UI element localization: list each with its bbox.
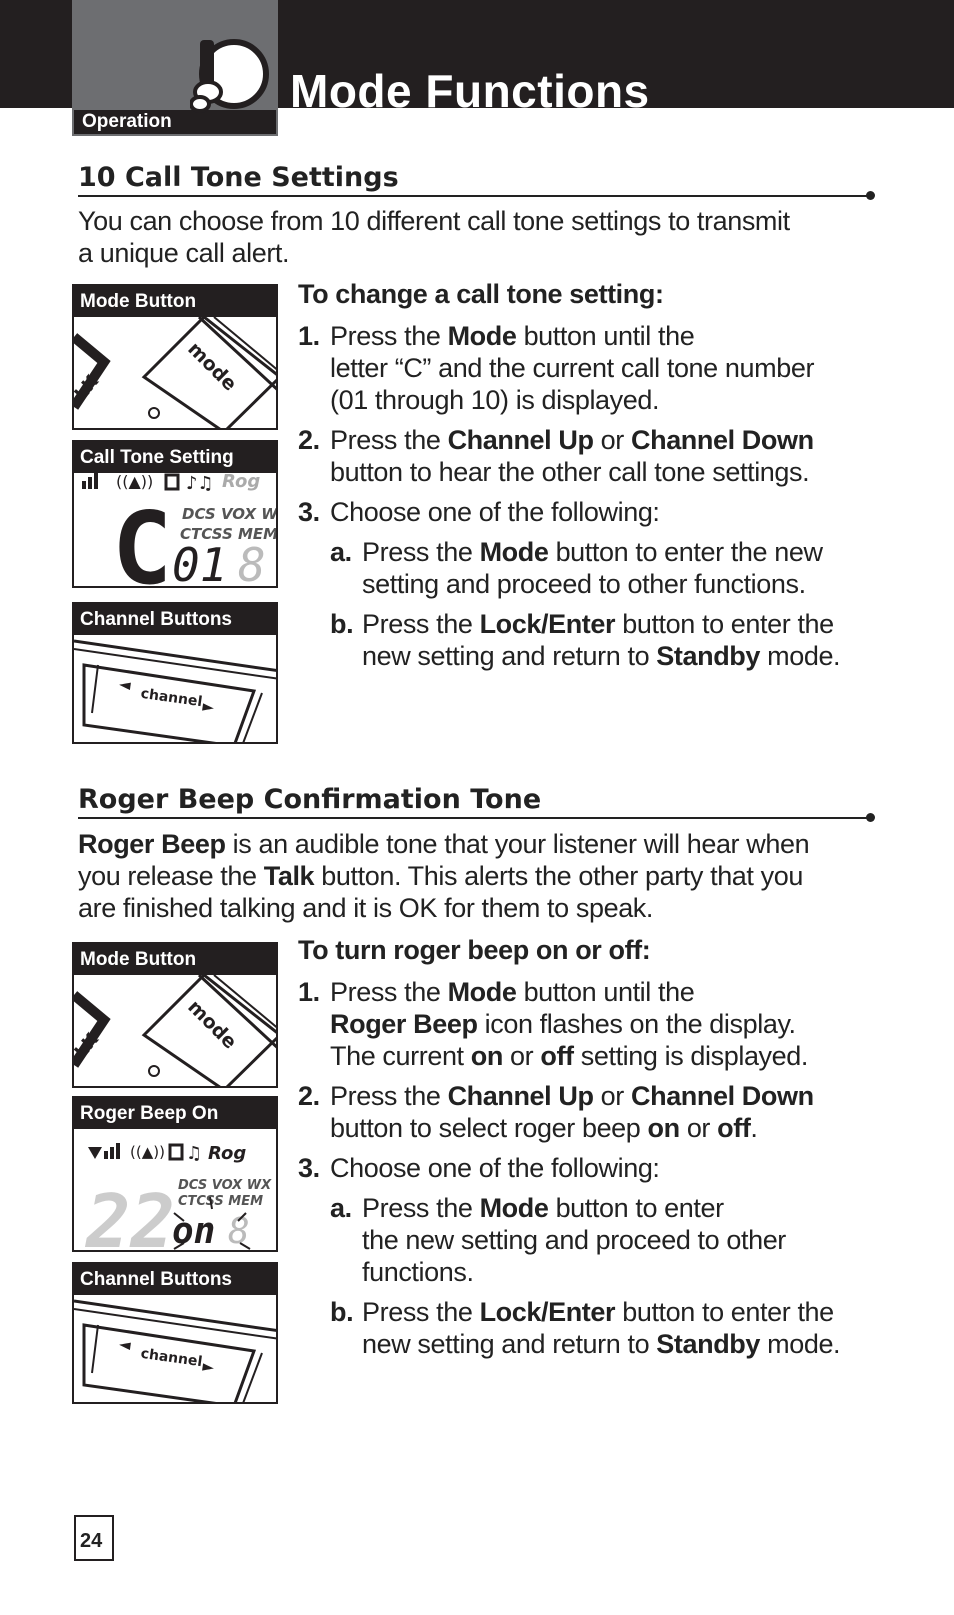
step-3a-line-2: the new setting and proceed to other (362, 1225, 786, 1255)
svg-text:Rog: Rog (222, 473, 260, 492)
step-2: 2.Press the Channel Up or Channel Down (298, 425, 814, 455)
svg-text:01: 01 (172, 538, 227, 588)
step-2: 2.Press the Channel Up or Channel Down (298, 1081, 814, 1111)
roger-intro-line-1: Roger Beep is an audible tone that your … (78, 829, 810, 859)
call-tone-lcd-figure: Call Tone Setting ((▲)) ♪♫ Rog C DCS VOX… (72, 440, 278, 588)
svg-text:((▲)): ((▲)) (116, 473, 153, 491)
figure-label: Channel Buttons (74, 604, 276, 635)
step-1-line-3: The current on or off setting is display… (330, 1041, 808, 1071)
step-3: 3.Choose one of the following: (298, 497, 660, 527)
svg-text:8: 8 (238, 538, 266, 588)
svg-text:8: 8 (228, 1211, 250, 1252)
mode-button-illustration: LK mode (74, 317, 276, 428)
svg-text:((▲)): ((▲)) (130, 1143, 165, 1161)
step-3a: a.Press the Mode button to enter (330, 1193, 724, 1223)
procedure-title: To change a call tone setting: (298, 279, 664, 309)
section-tab-label: Operation (82, 111, 172, 132)
step-1-line-2: Roger Beep icon flashes on the display. (330, 1009, 796, 1039)
section-rule (78, 195, 870, 197)
figure-label: Mode Button (74, 286, 276, 317)
section-heading-roger-beep: Roger Beep Confirmation Tone (78, 784, 542, 815)
svg-text:DCS VOX WX: DCS VOX WX (182, 505, 278, 523)
svg-text:◄: ◄ (118, 675, 132, 694)
step-1: 1.Press the Mode button until the (298, 977, 695, 1007)
step-2-line-2: button to select roger beep on or off. (330, 1113, 758, 1143)
svg-text:22: 22 (84, 1179, 175, 1252)
page-number: 24 (80, 1530, 103, 1552)
figure-label: Channel Buttons (74, 1264, 276, 1295)
step-3a-line-2: setting and proceed to other functions. (362, 569, 806, 599)
section-rule-dot (866, 813, 875, 822)
figure-label: Mode Button (74, 944, 276, 975)
section-heading-call-tone: 10 Call Tone Settings (78, 162, 399, 193)
step-1-line-2: letter “C” and the current call tone num… (330, 353, 815, 383)
section-rule-dot (866, 191, 875, 200)
svg-text:►: ► (201, 1357, 215, 1376)
mode-button-figure: Mode Button LK mode (72, 284, 278, 430)
step-3b-line-2: new setting and return to Standby mode. (362, 1329, 841, 1359)
svg-text:CTCSS MEM: CTCSS MEM (178, 1194, 263, 1209)
hand-on-radio-icon (190, 39, 269, 113)
intro-line-2: a unique call alert. (78, 238, 290, 268)
svg-text:Rog: Rog (208, 1143, 246, 1164)
channel-buttons-figure: Channel Buttons ◄ channel ► (72, 1262, 278, 1404)
svg-text:►: ► (201, 697, 215, 716)
mode-button-figure: Mode Button LK mode (72, 942, 278, 1088)
svg-text:CTCSS MEM: CTCSS MEM (180, 525, 278, 543)
intro-line-1: You can choose from 10 different call to… (78, 206, 790, 236)
section-tab-label-box (74, 110, 276, 134)
channel-buttons-illustration: ◄ channel ► (74, 1299, 276, 1402)
svg-text:♪♫: ♪♫ (186, 473, 214, 494)
roger-intro-line-2: you release the Talk button. This alerts… (78, 861, 803, 891)
step-3: 3.Choose one of the following: (298, 1153, 660, 1183)
roger-beep-lcd-figure: Roger Beep On ((▲)) ♫ Rog DCS VOX WX CTC… (72, 1096, 278, 1252)
svg-text:C: C (112, 490, 172, 588)
step-3b: b.Press the Lock/Enter button to enter t… (330, 1297, 834, 1327)
page-title: Mode Functions (290, 65, 650, 117)
step-1: 1.Press the Mode button until the (298, 321, 695, 351)
step-3b: b.Press the Lock/Enter button to enter t… (330, 609, 834, 639)
procedure-title: To turn roger beep on or off: (298, 935, 651, 965)
mode-button-illustration: LK mode (74, 975, 276, 1086)
page-number-box (74, 1515, 114, 1561)
step-1-line-3: (01 through 10) is displayed. (330, 385, 660, 415)
svg-text:♫: ♫ (186, 1143, 202, 1164)
channel-buttons-illustration: ◄ channel ► (74, 639, 276, 742)
roger-intro-line-3: are finished talking and it is OK for th… (78, 893, 654, 923)
figure-label: Roger Beep On (74, 1098, 276, 1129)
step-3b-line-2: new setting and return to Standby mode. (362, 641, 841, 671)
svg-text:◄: ◄ (118, 1335, 132, 1354)
step-3a: a.Press the Mode button to enter the new (330, 537, 823, 567)
svg-text:DCS VOX WX: DCS VOX WX (178, 1178, 272, 1193)
lcd-display-illustration: ((▲)) ♫ Rog DCS VOX WX CTCSS MEM 22 on 8 (84, 1143, 272, 1252)
channel-buttons-figure: Channel Buttons ◄ channel ► (72, 602, 278, 744)
step-3a-line-3: functions. (362, 1257, 474, 1287)
figure-label: Call Tone Setting (74, 442, 276, 473)
step-2-line-2: button to hear the other call tone setti… (330, 457, 810, 487)
section-rule (78, 817, 870, 819)
lcd-display-illustration: ((▲)) ♪♫ Rog C DCS VOX WX CTCSS MEM 01 8 (82, 473, 278, 588)
